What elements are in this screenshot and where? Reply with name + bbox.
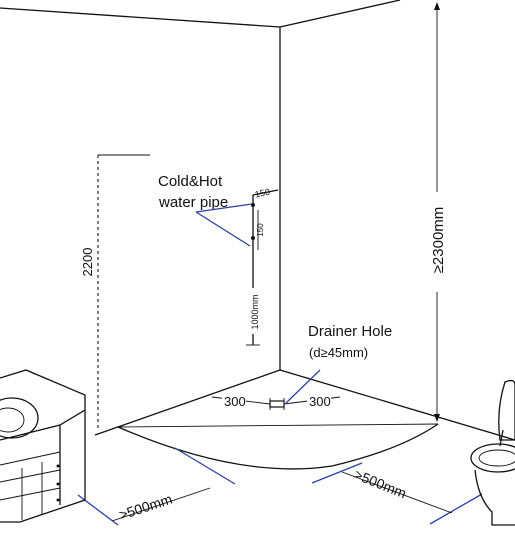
wall-outlines: [0, 0, 515, 441]
toilet-icon: [470, 379, 515, 526]
cold-hot-label-line2: water pipe: [158, 194, 228, 211]
drain-icon: [269, 400, 285, 408]
clearance-right-label: >500mm: [352, 466, 409, 501]
drainer-pointer-line: [285, 369, 321, 404]
clearance-left-label: >500mm: [117, 491, 174, 523]
cold-hot-label-line1: Cold&Hot: [158, 173, 223, 190]
pipe-pointer-lines: [195, 203, 253, 247]
clearance-dimensions: [77, 447, 483, 526]
left-height-dimension: [97, 154, 150, 430]
drainer-hole-label: Drainer Hole: [308, 323, 392, 340]
dim-300-right: 300: [309, 394, 331, 409]
dim-150-horizontal: 150: [254, 187, 271, 200]
height-left-label: 2200: [80, 248, 95, 277]
pipe-height-label: 1000mm: [250, 294, 260, 329]
washbasin-cabinet-icon: [0, 369, 86, 523]
drainer-diameter-label: (d≥45mm): [309, 345, 368, 360]
dim-150-vertical: 150: [256, 223, 265, 237]
height-total-label: ≥2300mm: [430, 207, 447, 274]
dim-300-left: 300: [224, 394, 246, 409]
shower-tray-outline: [117, 423, 439, 470]
